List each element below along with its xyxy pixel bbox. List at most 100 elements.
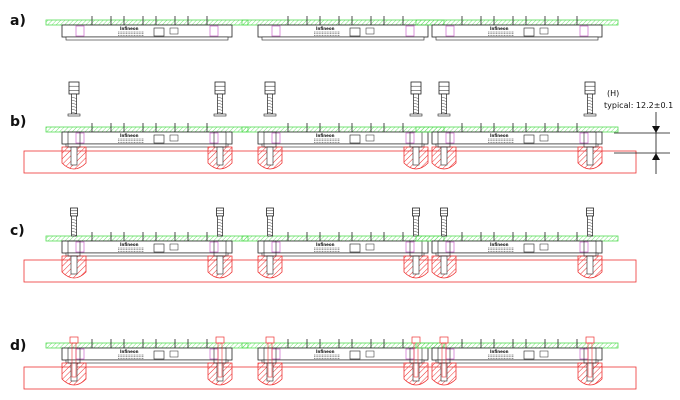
screw-hole [266, 255, 274, 275]
module-barcode [349, 134, 361, 144]
bolt-shaft [587, 215, 593, 237]
bolt-thread [267, 224, 273, 227]
screw-hole [216, 255, 224, 275]
bolt-thread [71, 233, 77, 236]
bolt-thread [71, 102, 77, 105]
bolt-thread [587, 221, 593, 224]
screw-hole [216, 146, 224, 166]
module-baseplate [65, 36, 229, 41]
power-module: Infineon [45, 81, 249, 170]
bolt-thread [217, 221, 223, 224]
module-barcode [523, 243, 535, 253]
power-module: Infineon [241, 81, 445, 170]
bolt-head [412, 207, 420, 217]
mounting-bolt [264, 81, 276, 115]
module-mark [169, 134, 179, 142]
mounting-bolt [68, 81, 80, 115]
module-logo: Infineon [120, 242, 139, 247]
screw-hole [266, 146, 274, 166]
module-baseplate [435, 143, 599, 148]
bolt-thread [441, 96, 447, 99]
heatsink-plate [23, 259, 637, 283]
pcb-board [45, 126, 249, 133]
washer [437, 113, 451, 117]
step-label-c: c) [10, 223, 25, 239]
bolt-thread [71, 96, 77, 99]
module-baseplate [435, 359, 599, 364]
power-module: Infineon [415, 16, 619, 41]
bolt-thread [413, 102, 419, 105]
module-logo: Infineon [490, 242, 509, 247]
module-logo: Infineon [120, 26, 139, 31]
bolt-thread [587, 108, 593, 111]
bolt-shaft [217, 93, 223, 115]
bolt-thread [441, 111, 447, 114]
bolt-thread [587, 218, 593, 221]
bolt-thread [441, 230, 447, 233]
bolt-head-fastened [215, 336, 225, 344]
power-module: Infineon [45, 16, 249, 41]
module-mark [539, 27, 549, 35]
washer [213, 113, 227, 117]
standoff [67, 240, 81, 257]
washer [67, 113, 81, 117]
module-mark [365, 27, 375, 35]
module-barcode [523, 350, 535, 360]
module-barcode [349, 350, 361, 360]
standoff [437, 347, 451, 364]
module-housing [431, 347, 603, 361]
module-housing [61, 347, 233, 361]
pcb-board [45, 342, 249, 349]
bolt-shaft-fastened [441, 342, 447, 378]
bolt-thread [267, 99, 273, 102]
power-module: Infineon [45, 336, 249, 386]
bolt-thread [267, 108, 273, 111]
washer [263, 113, 277, 117]
module-barcode [153, 134, 165, 144]
module-housing [61, 24, 233, 38]
mounting-bolt [266, 207, 274, 237]
bolt-thread [413, 105, 419, 108]
standoff [213, 347, 227, 364]
module-logo: Infineon [316, 133, 335, 138]
bolt-shaft [587, 93, 593, 115]
module-housing [257, 24, 429, 38]
bolt-thread [413, 221, 419, 224]
bolt-head [438, 81, 450, 95]
module-mark [539, 243, 549, 251]
bolt-thread [267, 111, 273, 114]
bolt-thread [71, 221, 77, 224]
mounting-bolt [412, 207, 420, 237]
step-label-b: b) [10, 114, 26, 130]
module-mark [169, 350, 179, 358]
bolt-thread [587, 102, 593, 105]
bolt-thread [217, 111, 223, 114]
pcb-board [241, 126, 445, 133]
bolt-thread [441, 102, 447, 105]
module-mark [169, 243, 179, 251]
bolt-thread [267, 227, 273, 230]
bolt-thread [267, 233, 273, 236]
bolt-thread [441, 221, 447, 224]
bolt-thread [413, 108, 419, 111]
bolt-thread [217, 227, 223, 230]
bolt-head [266, 207, 274, 217]
bolt-thread [71, 108, 77, 111]
bolt-head-fastened [411, 336, 421, 344]
power-module: Infineon [45, 207, 249, 279]
bolt-head-fastened [585, 336, 595, 344]
dimension-value: typical: 12.2±0.1 [604, 101, 673, 110]
module-housing [257, 131, 429, 145]
bolt-thread [441, 218, 447, 221]
step-label-a: a) [10, 13, 26, 29]
pcb-board [45, 235, 249, 242]
bolt-head [440, 207, 448, 217]
module-mark [365, 243, 375, 251]
bolt-thread [217, 233, 223, 236]
bolt-shaft [71, 93, 77, 115]
bolt-thread [217, 99, 223, 102]
mounting-bolt [214, 81, 226, 115]
bolt-thread [217, 224, 223, 227]
